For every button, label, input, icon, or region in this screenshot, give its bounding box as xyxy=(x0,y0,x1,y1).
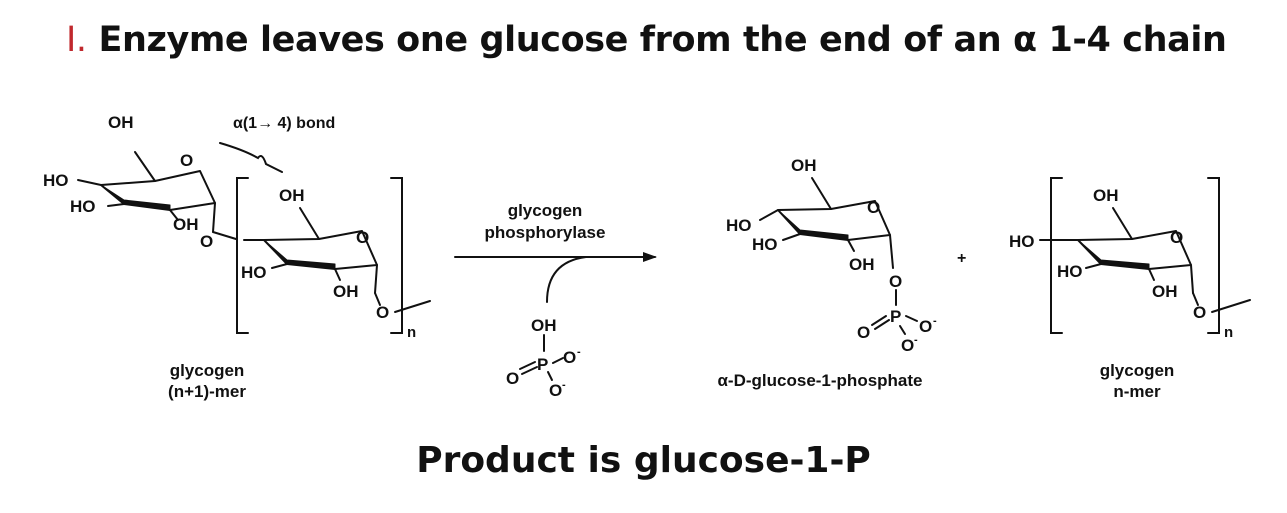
charge-label: - xyxy=(577,346,581,358)
phosphate-o-minus-label: O xyxy=(901,336,914,355)
plus-sign: + xyxy=(957,250,966,267)
reactant-caption-line1: glycogen xyxy=(170,361,245,380)
phosphate-entry-curve xyxy=(546,256,587,303)
bond-pointer xyxy=(219,142,283,173)
right-bracket xyxy=(390,177,403,334)
repeat-glucose-ring xyxy=(243,207,431,313)
ho-label: HO xyxy=(43,171,69,190)
ho-label: HO xyxy=(70,197,96,216)
enzyme-label-line2: phosphorylase xyxy=(485,223,606,242)
page-title: I. Enzyme leaves one glucose from the en… xyxy=(66,20,1227,60)
oh-label: OH xyxy=(791,156,817,175)
repeat-subscript: n xyxy=(1224,324,1233,341)
bond-annotation: α(1→ 4) bond xyxy=(233,115,335,132)
ho-label: HO xyxy=(752,235,778,254)
ring-oxygen-label: O xyxy=(867,198,880,217)
charge-label: - xyxy=(933,315,937,327)
ho-label: HO xyxy=(1009,232,1035,251)
reactant-caption-line2: (n+1)-mer xyxy=(168,382,246,401)
product-caption: α-D-glucose-1-phosphate xyxy=(717,371,922,390)
oh-label: OH xyxy=(173,215,199,234)
oh-label: OH xyxy=(1152,282,1178,301)
title-text: Enzyme leaves one glucose from the end o… xyxy=(98,20,1227,60)
glycosidic-oxygen-label: O xyxy=(200,232,213,251)
oh-label: OH xyxy=(849,255,875,274)
remaining-caption-line2: n-mer xyxy=(1113,382,1161,401)
ho-label: HO xyxy=(726,216,752,235)
phosphate-o-minus-label: O xyxy=(919,317,932,336)
phosphate-o-minus-label: O xyxy=(549,381,562,400)
oh-label: OH xyxy=(279,186,305,205)
ho-label: HO xyxy=(1057,262,1083,281)
repeat-subscript: n xyxy=(407,324,416,341)
remaining-caption-line1: glycogen xyxy=(1100,361,1175,380)
oh-label: OH xyxy=(333,282,359,301)
left-bracket xyxy=(236,177,249,334)
phosphate-oh-label: OH xyxy=(531,316,557,335)
anomeric-oxygen-label: O xyxy=(889,272,902,291)
ring-oxygen-label: O xyxy=(1170,228,1183,247)
glycosidic-oxygen-label: O xyxy=(1193,303,1206,322)
terminal-glucose-ring xyxy=(77,151,237,240)
phosphate-o-label: O xyxy=(506,369,519,388)
title-number: I. xyxy=(66,20,87,60)
glycosidic-oxygen-label: O xyxy=(376,303,389,322)
charge-label: - xyxy=(914,334,918,346)
glycogen-n-mer-ring xyxy=(1039,207,1251,313)
summary-footer: Product is glucose-1-P xyxy=(416,440,871,481)
oh-label: OH xyxy=(108,113,134,132)
ring-oxygen-label: O xyxy=(356,228,369,247)
phosphate-o-minus-label: O xyxy=(563,348,576,367)
oh-label: OH xyxy=(1093,186,1119,205)
charge-label: - xyxy=(562,379,566,391)
enzyme-label-line1: glycogen xyxy=(508,201,583,220)
left-bracket xyxy=(1050,177,1063,334)
ring-oxygen-label: O xyxy=(180,151,193,170)
glucose-1-phosphate-ring xyxy=(759,177,897,306)
right-bracket xyxy=(1207,177,1220,334)
ho-label: HO xyxy=(241,263,267,282)
phosphorus-label: P xyxy=(890,307,901,326)
phosphorus-label: P xyxy=(537,355,548,374)
phosphate-o-label: O xyxy=(857,323,870,342)
